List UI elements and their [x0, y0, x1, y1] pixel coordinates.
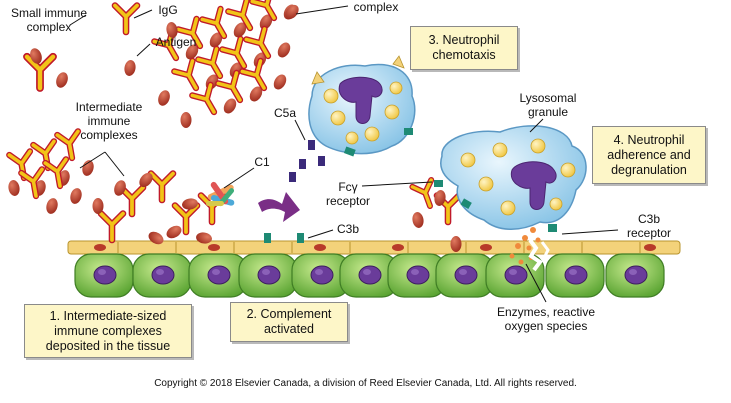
label-c3b: C3b — [336, 222, 359, 236]
igg-antibody — [175, 15, 204, 50]
antigen-particle — [158, 90, 170, 106]
antigen-particle — [70, 188, 82, 204]
antigen-particle — [82, 160, 94, 176]
antigen-particle — [148, 231, 164, 245]
antigen-particle — [412, 212, 424, 228]
label-antigen: Antigen — [155, 35, 197, 49]
step-3-box: 3. Neutrophil chemotaxis — [410, 26, 518, 70]
antigen-particle — [166, 225, 182, 239]
released-enzymes — [509, 227, 541, 265]
antigen-particle — [166, 22, 178, 38]
step-2-box: 2. Complement activated — [230, 302, 348, 342]
antigen-particle — [233, 22, 247, 38]
antigen-particle — [46, 198, 58, 214]
igg-antibody — [199, 5, 228, 40]
tissue-cells — [74, 253, 665, 298]
antigen-particle — [223, 98, 237, 114]
antigen-particle — [124, 60, 136, 76]
igg-antibody — [111, 2, 141, 36]
igg-antibody — [171, 57, 200, 92]
leader-lines — [69, 5, 619, 303]
label-igg: IgG — [158, 3, 178, 17]
antigen-particle — [196, 232, 212, 244]
neutrophil-adherence — [434, 125, 587, 232]
antigen-particle — [30, 48, 42, 64]
membrane-damage — [528, 238, 550, 272]
label-c1: C1 — [254, 155, 270, 169]
epithelial-cell — [387, 253, 447, 298]
igg-antibody — [219, 35, 248, 70]
antigen-particle — [434, 190, 446, 206]
step-1-box: 1. Intermediate-sized immune complexes d… — [24, 304, 192, 358]
label-lysosomal-granule: Lysosomal granule — [519, 91, 577, 119]
antigen-particle — [182, 198, 198, 210]
activation-arrow — [258, 192, 300, 222]
antigen-particle — [8, 180, 20, 196]
copyright: Copyright © 2018 Elsevier Canada, a divi… — [154, 378, 577, 389]
label-large-complex: complex — [353, 0, 399, 14]
igg-antibody — [189, 81, 218, 116]
neutrophil-chemotaxis — [308, 55, 416, 157]
epithelial-cell — [339, 253, 399, 298]
step-4-box: 4. Neutrophil adherence and degranulatio… — [592, 126, 706, 184]
igg-antibody — [97, 210, 127, 244]
epithelial-cell — [545, 253, 605, 298]
antigen-particle — [450, 236, 462, 252]
immune-complexes — [6, 0, 463, 252]
antigen-particle — [139, 172, 153, 188]
label-c5a: C5a — [273, 106, 296, 120]
igg-antibody — [239, 57, 268, 92]
epithelial-cell — [485, 253, 545, 298]
epithelial-cell — [188, 253, 248, 298]
igg-antibody — [54, 128, 82, 162]
epithelial-cell — [435, 253, 495, 298]
igg-antibody — [147, 170, 177, 204]
label-intermediate-complexes: Intermediate immune complexes — [75, 100, 143, 142]
igg-antibody — [18, 166, 46, 200]
igg-antibody — [243, 25, 272, 60]
label-enzymes: Enzymes, reactive oxygen species — [496, 305, 596, 333]
antigen-particle — [277, 42, 291, 58]
c1-complement-complex — [206, 181, 235, 207]
epithelial-cell — [605, 253, 665, 298]
c5a-fragments — [289, 140, 325, 182]
epithelial-cell — [238, 253, 298, 298]
igg-antibody — [195, 45, 224, 80]
antigen-particle — [259, 14, 273, 30]
antigen-particle — [185, 44, 199, 60]
igg-antibody — [42, 156, 70, 190]
antigen-particle — [114, 180, 126, 196]
label-c3b-receptor: C3b receptor — [626, 212, 672, 240]
antigen-particle — [285, 4, 299, 20]
epithelial-cell — [132, 253, 192, 298]
igg-antibody — [215, 69, 244, 104]
antigen-particle — [249, 86, 263, 102]
igg-antibody — [225, 0, 254, 32]
c3b-deposits — [264, 233, 304, 243]
label-fc-receptor: Fcγ receptor — [325, 180, 371, 208]
igg-antibody — [249, 0, 278, 22]
antigen-particle — [56, 72, 68, 88]
antigen-particle — [273, 74, 287, 90]
antigen-particle — [209, 32, 223, 48]
antigen-particle — [180, 112, 192, 128]
antigen-particle — [92, 198, 104, 214]
basement-membrane — [67, 240, 681, 255]
igg-antibody — [151, 27, 180, 62]
label-small-immune-complex: Small immune complex — [10, 6, 88, 34]
igg-antibody — [23, 52, 57, 92]
epithelial-cell — [74, 253, 134, 298]
epithelial-cell — [291, 253, 351, 298]
